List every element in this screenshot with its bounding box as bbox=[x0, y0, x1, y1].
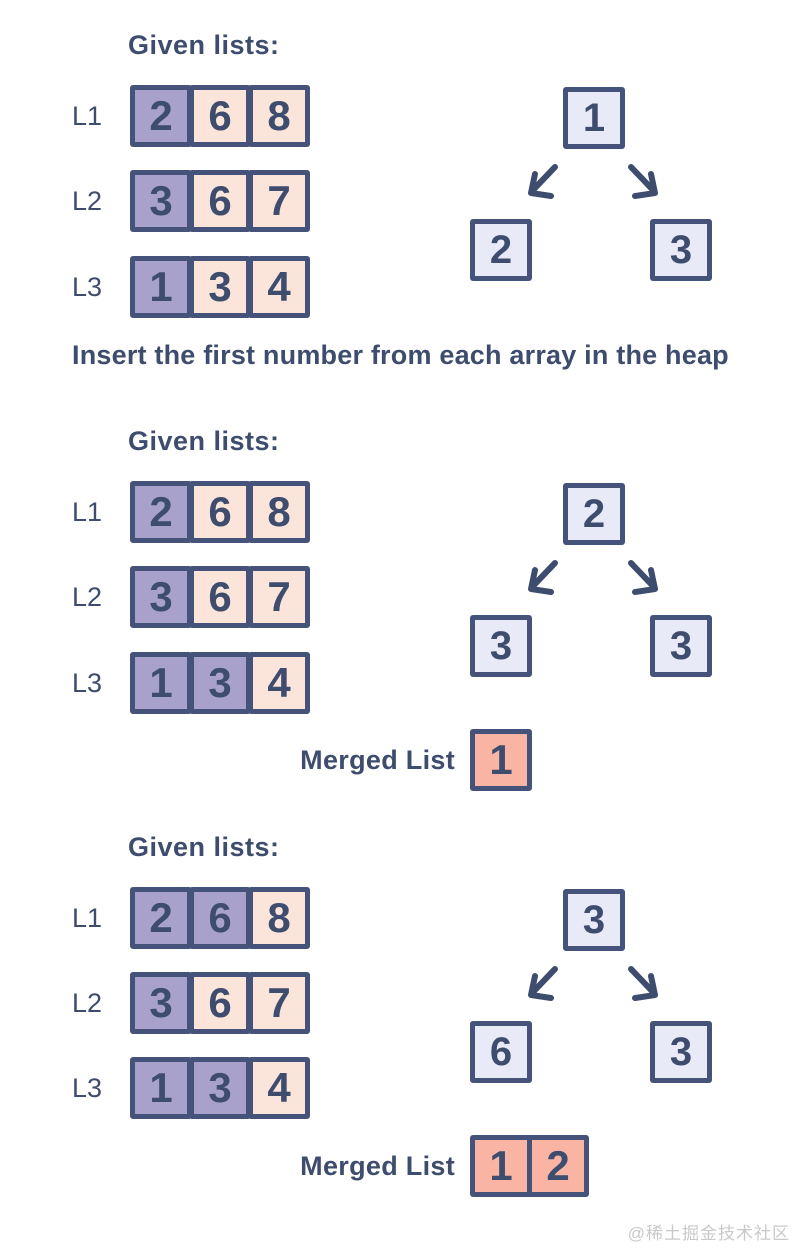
merged-list-cell: 1 bbox=[470, 729, 532, 791]
heap-root-node: 3 bbox=[563, 889, 625, 951]
arrow-down-left-icon bbox=[528, 966, 558, 1001]
heap-right-child-node: 3 bbox=[650, 219, 712, 281]
list-cell: 6 bbox=[189, 481, 251, 543]
step-caption: Insert the first number from each array … bbox=[72, 340, 729, 370]
list-cell: 1 bbox=[130, 256, 192, 318]
list-cell: 4 bbox=[248, 1057, 310, 1119]
list-row-l2: L2 3 6 7 bbox=[72, 566, 310, 628]
merged-list-label: Merged List bbox=[300, 744, 455, 775]
list-cells: 2 6 8 bbox=[130, 85, 310, 147]
list-label: L3 bbox=[72, 271, 103, 302]
heap-left-child-node: 2 bbox=[470, 219, 532, 281]
heap-root-node: 1 bbox=[563, 87, 625, 149]
list-cell: 4 bbox=[248, 256, 310, 318]
list-cell: 8 bbox=[248, 481, 310, 543]
list-cell: 3 bbox=[130, 972, 192, 1034]
list-cell: 3 bbox=[130, 566, 192, 628]
list-cells: 2 6 8 bbox=[130, 887, 310, 949]
list-cell: 6 bbox=[189, 887, 251, 949]
list-label: L3 bbox=[72, 1072, 103, 1103]
list-cell: 2 bbox=[130, 481, 192, 543]
list-cell: 7 bbox=[248, 972, 310, 1034]
list-label: L2 bbox=[72, 185, 103, 216]
list-cell: 4 bbox=[248, 652, 310, 714]
list-cell: 7 bbox=[248, 566, 310, 628]
given-lists-heading: Given lists: bbox=[128, 832, 280, 862]
list-cell: 2 bbox=[130, 887, 192, 949]
list-cell: 2 bbox=[130, 85, 192, 147]
list-row-l3: L3 1 3 4 bbox=[72, 256, 310, 318]
arrow-down-right-icon bbox=[628, 966, 658, 1001]
list-cells: 3 6 7 bbox=[130, 972, 310, 1034]
list-cell: 6 bbox=[189, 566, 251, 628]
merged-list-cell: 1 bbox=[470, 1135, 532, 1197]
arrow-down-left-icon bbox=[528, 560, 558, 595]
arrow-down-right-icon bbox=[628, 560, 658, 595]
list-row-l1: L1 2 6 8 bbox=[72, 85, 310, 147]
list-row-l2: L2 3 6 7 bbox=[72, 170, 310, 232]
list-cell: 6 bbox=[189, 85, 251, 147]
given-lists-heading: Given lists: bbox=[128, 426, 280, 456]
list-cell: 8 bbox=[248, 85, 310, 147]
list-row-l3: L3 1 3 4 bbox=[72, 1057, 310, 1119]
list-row-l2: L2 3 6 7 bbox=[72, 972, 310, 1034]
list-row-l1: L1 2 6 8 bbox=[72, 481, 310, 543]
list-label: L2 bbox=[72, 581, 103, 612]
merged-list-row: Merged List 1 2 bbox=[0, 1135, 800, 1197]
list-row-l3: L3 1 3 4 bbox=[72, 652, 310, 714]
list-label: L3 bbox=[72, 667, 103, 698]
list-cell: 6 bbox=[189, 972, 251, 1034]
list-cells: 3 6 7 bbox=[130, 566, 310, 628]
merged-list-row: Merged List 1 bbox=[0, 729, 800, 791]
list-label: L2 bbox=[72, 987, 103, 1018]
list-cell: 3 bbox=[130, 170, 192, 232]
list-cell: 3 bbox=[189, 256, 251, 318]
list-label: L1 bbox=[72, 902, 103, 933]
list-cell: 7 bbox=[248, 170, 310, 232]
list-cell: 3 bbox=[189, 1057, 251, 1119]
list-cell: 6 bbox=[189, 170, 251, 232]
list-cell: 3 bbox=[189, 652, 251, 714]
list-cells: 1 3 4 bbox=[130, 256, 310, 318]
list-cells: 1 3 4 bbox=[130, 1057, 310, 1119]
list-cells: 2 6 8 bbox=[130, 481, 310, 543]
merged-list-label: Merged List bbox=[300, 1150, 455, 1181]
arrow-down-left-icon bbox=[528, 164, 558, 199]
arrow-down-right-icon bbox=[628, 164, 658, 199]
list-label: L1 bbox=[72, 100, 103, 131]
list-cells: 1 3 4 bbox=[130, 652, 310, 714]
heap-root-node: 2 bbox=[563, 483, 625, 545]
merged-list-cells: 1 bbox=[470, 729, 532, 791]
list-cell: 1 bbox=[130, 652, 192, 714]
heap-left-child-node: 6 bbox=[470, 1021, 532, 1083]
heap-right-child-node: 3 bbox=[650, 1021, 712, 1083]
list-cell: 8 bbox=[248, 887, 310, 949]
given-lists-heading: Given lists: bbox=[128, 30, 280, 60]
watermark-text: @稀土掘金技术社区 bbox=[627, 1224, 790, 1243]
list-cells: 3 6 7 bbox=[130, 170, 310, 232]
merged-list-cell: 2 bbox=[527, 1135, 589, 1197]
heap-right-child-node: 3 bbox=[650, 615, 712, 677]
list-row-l1: L1 2 6 8 bbox=[72, 887, 310, 949]
heap-left-child-node: 3 bbox=[470, 615, 532, 677]
merged-list-cells: 1 2 bbox=[470, 1135, 589, 1197]
list-cell: 1 bbox=[130, 1057, 192, 1119]
list-label: L1 bbox=[72, 496, 103, 527]
